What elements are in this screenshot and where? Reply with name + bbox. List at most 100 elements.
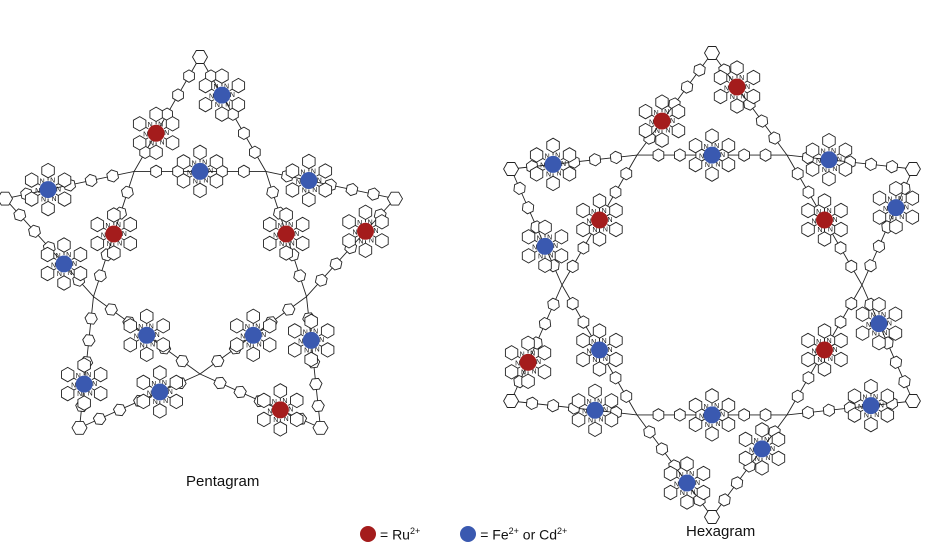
bond: [318, 344, 322, 347]
metal-complexes: NNNNNNNNNNNNNNNNNNNNNNNNNNNNNNNNNNNNNNNN…: [24, 60, 920, 510]
bond: [242, 329, 246, 332]
pyridine-ring: [156, 318, 170, 334]
nitrogen-atom-label: N: [556, 171, 561, 178]
phenyl-ring: [345, 182, 359, 197]
pyridine-ring: [193, 182, 207, 199]
bond: [167, 396, 171, 399]
bond: [701, 148, 705, 151]
nitrogen-atom-label: N: [369, 238, 374, 245]
bond: [318, 334, 322, 337]
phenyl-ring: [693, 63, 706, 77]
pyridine-ring: [176, 154, 191, 170]
nitrogen-atom-label: N: [699, 413, 704, 420]
pyridine-ring: [705, 388, 719, 404]
nitrogen-atom-label: N: [290, 240, 295, 247]
bond: [287, 403, 291, 406]
pyridine-ring: [872, 296, 886, 313]
nitrogen-atom-label: N: [158, 121, 163, 128]
pyridine-ring: [504, 345, 519, 361]
pyridine-ring: [231, 96, 246, 113]
phenyl-ring: [249, 145, 261, 160]
pyridine-ring: [730, 60, 744, 76]
nitrogen-atom-label: N: [879, 403, 884, 410]
bond: [260, 329, 264, 332]
bond: [694, 487, 698, 490]
nitrogen-atom-label: N: [538, 253, 543, 260]
bond: [542, 158, 546, 161]
nitrogen-atom-label: N: [105, 223, 110, 230]
nitrogen-atom-label: N: [899, 214, 904, 221]
nitrogen-atom-label: N: [288, 222, 293, 229]
nitrogen-atom-label: N: [357, 220, 362, 227]
pyridine-ring: [273, 421, 288, 437]
phenyl-ring: [566, 259, 579, 274]
pyridine-ring: [838, 161, 853, 177]
phenyl-ring: [680, 80, 694, 94]
nitrogen-atom-label: N: [352, 230, 357, 237]
bond: [589, 343, 592, 346]
pyridine-ring: [40, 246, 55, 263]
pyridine-ring: [257, 392, 271, 409]
nitrogen-atom-label: N: [817, 227, 822, 234]
phenyl-ring: [525, 396, 539, 411]
phenyl-ring: [802, 371, 815, 385]
pyridine-ring: [57, 172, 72, 188]
nitrogen-atom-label: N: [705, 422, 710, 429]
nitrogen-atom-label: N: [883, 206, 888, 213]
nitrogen-atom-label: N: [187, 170, 192, 177]
pyridine-ring: [230, 318, 244, 334]
pyridine-ring: [571, 393, 586, 409]
fe-cd-ion: [753, 440, 771, 458]
phenyl-ring: [609, 371, 622, 385]
nitrogen-atom-label: N: [317, 177, 322, 184]
bond: [751, 453, 755, 456]
pyridine-ring: [295, 235, 310, 252]
bond: [298, 184, 302, 187]
nitrogen-atom-label: N: [827, 208, 832, 215]
pyridine-ring: [136, 374, 151, 391]
pyridine-ring: [663, 465, 678, 482]
nitrogen-atom-label: N: [67, 270, 72, 277]
bond: [669, 114, 673, 117]
nitrogen-atom-label: N: [51, 196, 56, 203]
phenyl-ring: [738, 408, 750, 422]
phenyl-ring: [885, 159, 899, 174]
phenyl-ring: [311, 399, 325, 413]
nitrogen-atom-label: N: [770, 446, 775, 453]
phenyl-ring: [566, 296, 579, 311]
pyridine-ring: [288, 323, 302, 339]
bond: [91, 388, 95, 391]
phenyl-ring: [93, 269, 107, 283]
bond: [154, 339, 158, 342]
pyridine-ring: [538, 219, 552, 236]
pyridine-ring: [57, 191, 72, 207]
nitrogen-atom-label: N: [56, 253, 61, 260]
phenyl-ring: [314, 273, 328, 287]
pyridine-ring: [571, 412, 586, 428]
nitrogen-atom-label: N: [273, 417, 278, 424]
nitrogen-atom-label: N: [35, 188, 40, 195]
phenyl-ring: [652, 148, 665, 162]
nitrogen-atom-label: N: [319, 337, 324, 344]
pyridine-ring: [705, 128, 719, 144]
pyridine-ring: [304, 313, 318, 330]
nitrogen-atom-label: N: [858, 404, 863, 411]
pyridine-ring: [57, 275, 71, 291]
pyridine-ring: [73, 246, 88, 263]
phenyl-ring: [84, 173, 98, 188]
phenyl-ring: [238, 126, 250, 141]
pyridine-ring: [576, 332, 590, 349]
bond: [145, 137, 149, 140]
pyridine-ring: [696, 465, 711, 482]
ru-legend-text: = Ru2+: [380, 525, 421, 543]
nitrogen-atom-label: N: [149, 140, 154, 147]
phenyl-ring: [889, 355, 903, 370]
bond: [744, 91, 748, 94]
